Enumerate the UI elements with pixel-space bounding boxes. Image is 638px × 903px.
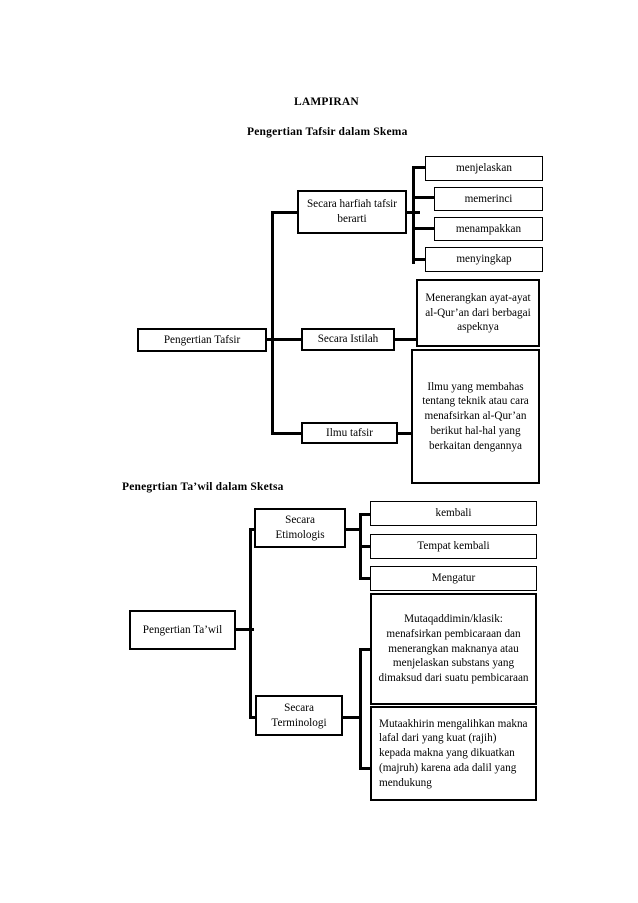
node-label: Ilmu yang membahas tentang teknik atau c…: [422, 380, 529, 452]
schema2-heading: Penegrtian Ta’wil dalam Sketsa: [122, 481, 284, 493]
node-label: Secara harfiah tafsir berarti: [306, 198, 398, 225]
node-secara-harfiah[interactable]: Secara harfiah tafsir berarti: [297, 190, 407, 234]
connector-arm-terminologi: [249, 716, 257, 719]
connector-harfiah-to-memerinci: [412, 196, 438, 199]
connector-harfiah-spine: [412, 166, 415, 264]
node-ilmu-yang-membahas[interactable]: Ilmu yang membahas tentang teknik atau c…: [411, 349, 540, 484]
node-ilmu-tafsir[interactable]: Ilmu tafsir: [301, 422, 398, 444]
connector-etimologis-to-kembali: [359, 513, 373, 516]
node-label: Secara Terminologi: [271, 701, 327, 729]
node-mutaakhirin[interactable]: Mutaakhirin mengalihkan makna lafal dari…: [370, 706, 537, 801]
connector-root-stem-tawil: [236, 628, 254, 631]
node-label: menyingkap: [456, 253, 512, 266]
node-tempat-kembali[interactable]: Tempat kembali: [370, 534, 537, 559]
node-label: Pengertian Tafsir: [163, 333, 241, 346]
node-label: Mutaqaddimin/klasik: menafsirkan pembica…: [378, 613, 529, 685]
node-mutaqaddimin[interactable]: Mutaqaddimin/klasik: menafsirkan pembica…: [370, 593, 537, 705]
connector-arm-harfiah: [271, 211, 307, 214]
node-label: Ilmu tafsir: [326, 426, 373, 439]
schema1-heading: Pengertian Tafsir dalam Skema: [247, 126, 408, 138]
node-memerinci[interactable]: memerinci: [434, 187, 543, 211]
node-label: Tempat kembali: [417, 540, 490, 553]
node-pengertian-tafsir[interactable]: Pengertian Tafsir: [137, 328, 267, 352]
node-menyingkap[interactable]: menyingkap: [425, 247, 543, 272]
connector-terminologi-to-mutaakhirin: [359, 767, 373, 770]
node-label: Secara Istilah: [317, 333, 379, 346]
node-label: Menerangkan ayat-ayat al-Qur’an dari ber…: [425, 291, 531, 334]
node-label: menampakkan: [455, 222, 522, 235]
connector-root-spine-tafsir: [271, 212, 274, 434]
node-label: Mutaakhirin mengalihkan makna lafal dari…: [379, 717, 528, 789]
node-secara-istilah[interactable]: Secara Istilah: [301, 328, 395, 351]
node-label: Secara Etimologis: [275, 514, 325, 541]
node-label: Pengertian Ta’wil: [142, 623, 223, 636]
connector-etimologis-to-mengatur: [359, 577, 373, 580]
node-menerangkan-ayat[interactable]: Menerangkan ayat-ayat al-Qur’an dari ber…: [416, 279, 540, 347]
node-mengatur[interactable]: Mengatur: [370, 566, 537, 591]
connector-root-spine-tawil: [249, 528, 252, 719]
lampiran-heading: LAMPIRAN: [294, 96, 359, 108]
node-label: Mengatur: [431, 572, 476, 585]
connector-harfiah-to-menampakkan: [412, 227, 438, 230]
connector-arm-istilah: [271, 338, 304, 341]
connector-terminologi-stem: [340, 716, 362, 719]
connector-harfiah-to-menyingkap: [412, 258, 428, 261]
connector-etimologis-to-tempat-kembali: [359, 545, 373, 548]
connector-terminologi-spine: [359, 648, 362, 770]
connector-harfiah-stem: [404, 211, 420, 214]
connector-etimologis-stem: [344, 528, 362, 531]
connector-istilah-to-leaf: [392, 338, 420, 341]
node-label: menjelaskan: [456, 162, 512, 175]
node-label: memerinci: [464, 192, 513, 205]
node-menjelaskan[interactable]: menjelaskan: [425, 156, 543, 181]
connector-terminologi-to-mutaqaddimin: [359, 648, 373, 651]
connector-arm-ilmu-tafsir: [271, 432, 304, 435]
node-pengertian-tawil[interactable]: Pengertian Ta’wil: [129, 610, 236, 650]
node-kembali[interactable]: kembali: [370, 501, 537, 526]
node-label: kembali: [435, 507, 472, 520]
connector-harfiah-to-menjelaskan: [412, 166, 428, 169]
node-menampakkan[interactable]: menampakkan: [434, 217, 543, 241]
node-secara-terminologi[interactable]: Secara Terminologi: [255, 695, 343, 736]
connector-ilmutafsir-to-leaf: [394, 432, 416, 435]
node-secara-etimologis[interactable]: Secara Etimologis: [254, 508, 346, 548]
